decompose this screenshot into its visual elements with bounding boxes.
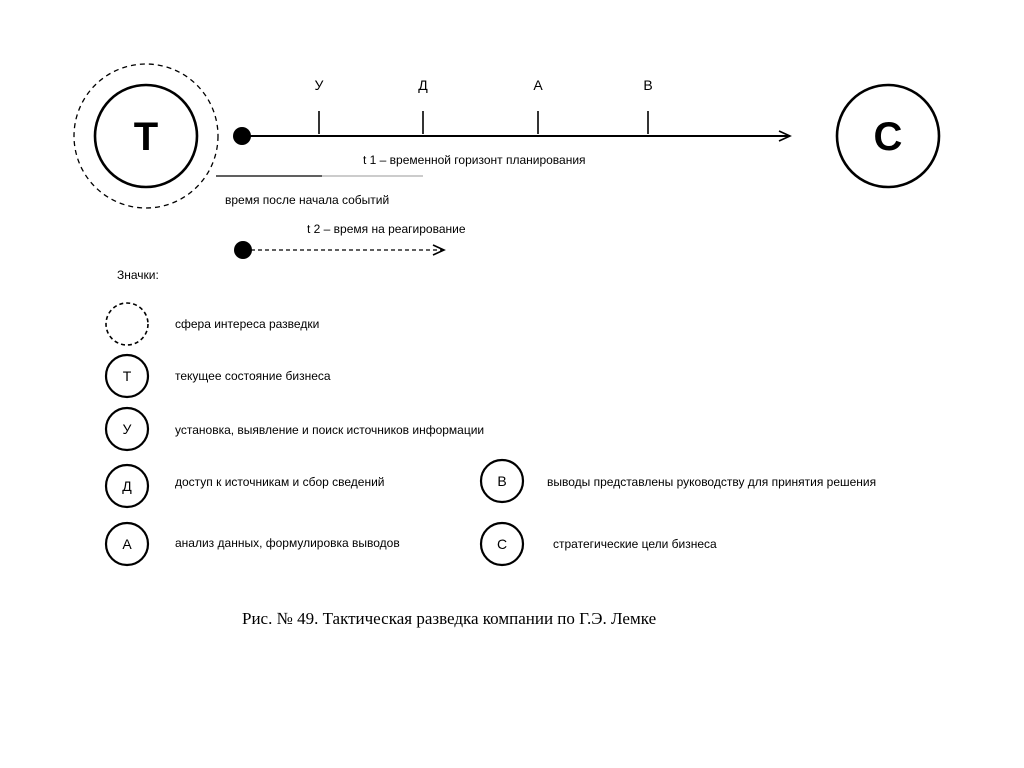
end-node-label: С: [874, 115, 903, 159]
legend-text-t: текущее состояние бизнеса: [175, 369, 331, 383]
legend-item-a: А анализ данных, формулировка выводов: [104, 521, 400, 567]
start-node-circle: [93, 83, 199, 189]
t2-start-dot: [234, 241, 252, 259]
legend-item-sphere: сфера интереса разведки: [105, 302, 319, 346]
start-node: Т: [73, 63, 219, 209]
legend-title: Значки:: [117, 268, 159, 282]
legend-symbol-a: А: [122, 536, 132, 552]
end-node: С: [835, 83, 941, 189]
legend-symbol-c: С: [497, 536, 507, 552]
elapsed-time: время после начала событий: [216, 175, 423, 207]
tick-label-d: Д: [418, 77, 428, 93]
legend-circle-u: [104, 406, 150, 452]
figure-caption: Рис. № 49. Тактическая разведка компании…: [242, 609, 656, 628]
legend-symbol-u: У: [123, 421, 132, 437]
legend-symbol-t: Т: [123, 368, 132, 384]
legend: Значки: сфера интереса разведки Т текуще…: [104, 268, 876, 567]
legend-symbol-v: В: [497, 473, 506, 489]
legend-dashed-circle-icon: [105, 302, 149, 346]
legend-item-v: В выводы представлены руководству для пр…: [479, 458, 876, 504]
legend-circle-c: [479, 521, 525, 567]
timeline-t1: У Д А В t 1 – временной горизонт планиро…: [233, 77, 792, 167]
legend-item-t: Т текущее состояние бизнеса: [104, 353, 331, 399]
legend-item-c: С стратегические цели бизнеса: [479, 521, 717, 567]
elapsed-label: время после начала событий: [225, 193, 389, 207]
legend-item-u: У установка, выявление и поиск источнико…: [104, 406, 484, 452]
end-node-circle: [835, 83, 941, 189]
legend-circle-d: [104, 463, 150, 509]
legend-circle-t: [104, 353, 150, 399]
intelligence-sphere-ring: [73, 63, 219, 209]
legend-circle-v: [479, 458, 525, 504]
t1-label: t 1 – временной горизонт планирования: [363, 153, 586, 167]
legend-text-u: установка, выявление и поиск источников …: [175, 423, 484, 437]
legend-symbol-d: Д: [122, 478, 132, 494]
legend-text-c: стратегические цели бизнеса: [553, 537, 717, 551]
legend-circle-a: [104, 521, 150, 567]
start-node-label: Т: [134, 115, 158, 159]
t2-label: t 2 – время на реагирование: [307, 222, 466, 236]
tick-label-u: У: [315, 77, 324, 93]
tick-label-v: В: [643, 77, 652, 93]
timeline-t2: t 2 – время на реагирование: [234, 222, 466, 259]
timeline-start-dot: [233, 127, 251, 145]
tick-label-a: А: [533, 77, 543, 93]
legend-text-a: анализ данных, формулировка выводов: [175, 536, 400, 550]
legend-text-sphere: сфера интереса разведки: [175, 317, 319, 331]
legend-text-v: выводы представлены руководству для прин…: [547, 475, 876, 489]
legend-text-d: доступ к источникам и сбор сведений: [175, 475, 385, 489]
legend-item-d: Д доступ к источникам и сбор сведений: [104, 463, 385, 509]
